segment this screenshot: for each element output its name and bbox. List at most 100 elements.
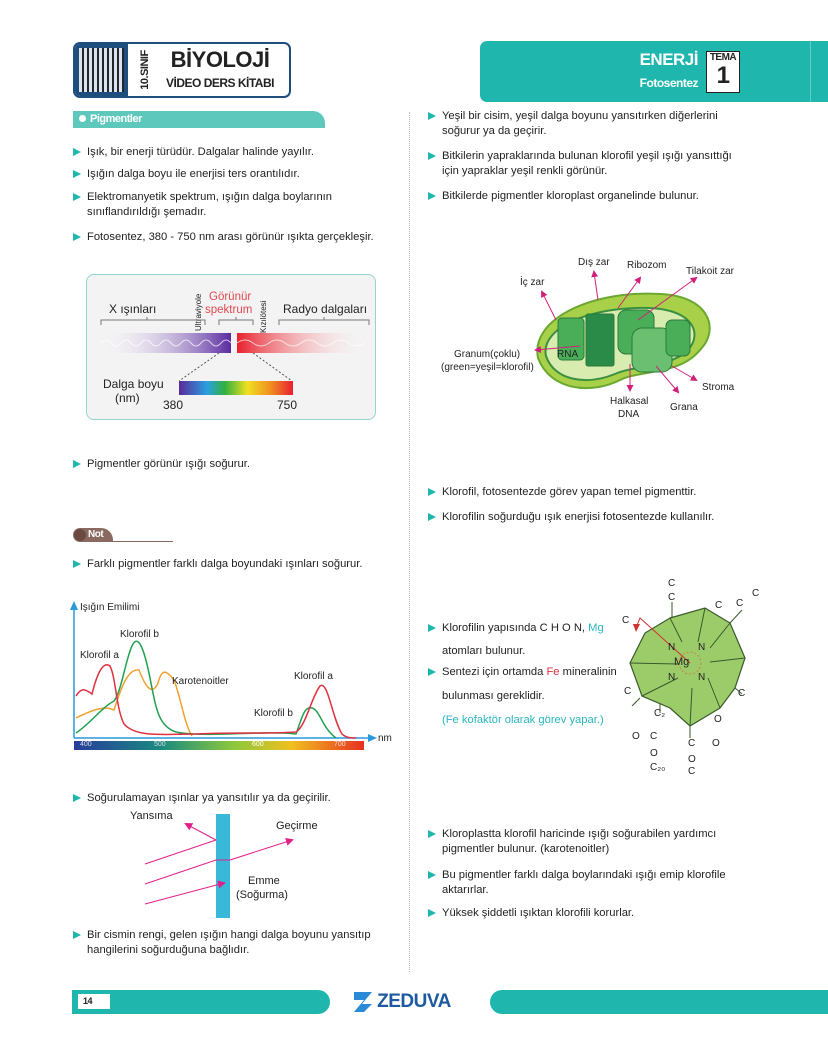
column-divider (409, 112, 410, 972)
c-atom: C (715, 600, 723, 611)
section-bar: Pigmentler (73, 111, 325, 128)
chlorophyll-b-label: Klorofil b (254, 708, 293, 719)
o-atom: O (712, 738, 720, 749)
text: Klorofilin yapısında C H O N, (442, 622, 589, 634)
c-atom: C (624, 686, 632, 697)
bullet: Klorofilin yapısında C H O N, Mg (428, 621, 628, 636)
c-atom: C (668, 592, 676, 603)
bullet: Farklı pigmentler farklı dalga boyundaki… (73, 557, 393, 572)
x-rays-label: X ışınları (109, 302, 157, 316)
bullet: Kloroplastta klorofil haricinde ışığı so… (428, 827, 750, 857)
n-atom: N (698, 642, 706, 653)
chlorophyll-a-curve (75, 664, 357, 739)
dna-label: Halkasal (610, 396, 649, 407)
c-atom: C (622, 615, 630, 626)
bullet: Bitkilerin yapraklarında bulunan klorofi… (428, 149, 750, 179)
book-subtitle: VİDEO DERS KİTABI (166, 76, 274, 90)
wavelength-max: 750 (277, 398, 298, 412)
text: atomları bulunur. (442, 645, 526, 657)
o-atom: O (714, 714, 722, 725)
c-atom: C₂₀ (650, 762, 666, 773)
outer-membrane-label: Dış zar (578, 257, 610, 268)
o-atom: O (688, 754, 696, 765)
absorption-label: Emme (248, 875, 280, 887)
reflection-label: Yansıma (130, 810, 173, 822)
mg-atom: Mg (674, 656, 690, 668)
bullet: Işık, bir enerji türüdür. Dalgalar halin… (73, 145, 393, 160)
chlorophyll-a-label: Klorofil a (80, 650, 119, 661)
carotenoid-curve (75, 669, 193, 737)
c-atom: C (650, 731, 658, 742)
section-title: Pigmentler (90, 113, 142, 125)
footer-bar-left: 14 (72, 990, 330, 1014)
tick-label: 400 (80, 741, 92, 748)
unit-title: ENERJİ (639, 50, 699, 69)
bullet: Yüksek şiddetli ışıktan klorofili korurl… (428, 906, 750, 921)
dna-label: DNA (618, 409, 640, 420)
tema-number: 1 (716, 62, 730, 89)
qr-code[interactable] (75, 44, 128, 96)
radio-label: Radyo dalgaları (283, 302, 368, 316)
granum-label: Granum(çoklu) (454, 349, 521, 360)
page-number: 14 (78, 994, 110, 1009)
chlorophyll-a-label: Klorofil a (294, 671, 333, 682)
inner-membrane-label: İç zar (520, 277, 545, 288)
absorption-label: (Soğurma) (236, 889, 288, 901)
bullet: Bitkilerde pigmentler kloroplast organel… (428, 189, 750, 204)
zeduva-logo-icon (354, 992, 372, 1012)
wavelength-min: 380 (163, 398, 184, 412)
bullet: Pigmentler görünür ışığı soğurur. (73, 457, 393, 472)
bullet: Klorofil, fotosentezde görev yapan temel… (428, 485, 750, 500)
mg-highlight: Mg (588, 622, 604, 634)
transmission-label: Geçirme (276, 820, 318, 832)
book-badge: 10.SINIF BİYOLOJİ VİDEO DERS KİTABI (73, 42, 291, 98)
n-atom: N (668, 642, 676, 653)
c-atom: C (738, 688, 746, 699)
c-atom: C₂ (654, 708, 666, 719)
o-atom: O (632, 731, 640, 742)
absorption-chart: Işığın Emilimi Klorofil b Klorofil a Kar… (66, 598, 396, 753)
topic-title: Fotosentez (639, 76, 699, 90)
chlorophyll-b-label: Klorofil b (120, 629, 159, 640)
fe-note: (Fe kofaktör olarak görev yapar.) (442, 714, 604, 726)
spectrum-graphic (97, 317, 371, 395)
rna-label: RNA (557, 349, 579, 360)
bullet: Işığın dalga boyu ile enerjisi ters oran… (73, 167, 393, 182)
wavelength-unit: (nm) (115, 391, 140, 405)
book-title: BİYOLOJİ (170, 47, 270, 72)
brand-logo: ZEDUVA (352, 990, 451, 1014)
n-atom: N (698, 672, 706, 683)
o-atom: O (650, 748, 658, 759)
text: mineralinin (559, 666, 617, 678)
tick-label: 600 (252, 741, 264, 748)
tick-label: 500 (154, 741, 166, 748)
y-axis-label: Işığın Emilimi (80, 602, 140, 613)
bullet: Yeşil bir cisim, yeşil dalga boyunu yans… (428, 109, 750, 139)
granum-label: (green=yeşil=klorofil) (441, 362, 534, 373)
carotenoid-label: Karotenoitler (172, 676, 229, 687)
spectrum-figure: X ışınları Ultraviyole Görünür spektrum … (86, 274, 376, 420)
footer-bar-right (490, 990, 828, 1014)
wavelength-label: Dalga boyu (103, 377, 164, 391)
note-label: Not (88, 529, 104, 540)
tick-label: 700 (334, 741, 346, 748)
brand-name: ZEDUVA (377, 991, 451, 1012)
bullet: Bir cismin rengi, gelen ışığın hangi dal… (73, 928, 393, 958)
text: Sentezi için ortamda (442, 666, 547, 678)
note-icon (74, 529, 86, 541)
note-tab: Not (73, 528, 113, 542)
bullet: Elektromanyetik spektrum, ışığın dalga b… (73, 190, 393, 220)
c-atom: C (668, 578, 676, 589)
c-atom: C (736, 598, 744, 609)
c-atom: C (688, 766, 696, 777)
bullet: Bu pigmentler farklı dalga boylarındaki … (428, 868, 750, 898)
thylakoid-label: Tilakoit zar (686, 266, 734, 277)
c-atom: C (752, 588, 760, 599)
fe-highlight: Fe (546, 666, 560, 678)
bullet: Sentezi için ortamda Fe mineralinin (428, 665, 638, 680)
tema-label: TEMA (709, 52, 737, 63)
chlorophyll-molecule: Mg N N N N C C C C C C C C C₂ O O C O C₂… (610, 578, 760, 778)
bullet: Soğurulamayan ışınlar ya yansıtılır ya d… (73, 791, 393, 806)
c-atom: C (688, 738, 696, 749)
bullet-dot-icon (79, 115, 86, 122)
